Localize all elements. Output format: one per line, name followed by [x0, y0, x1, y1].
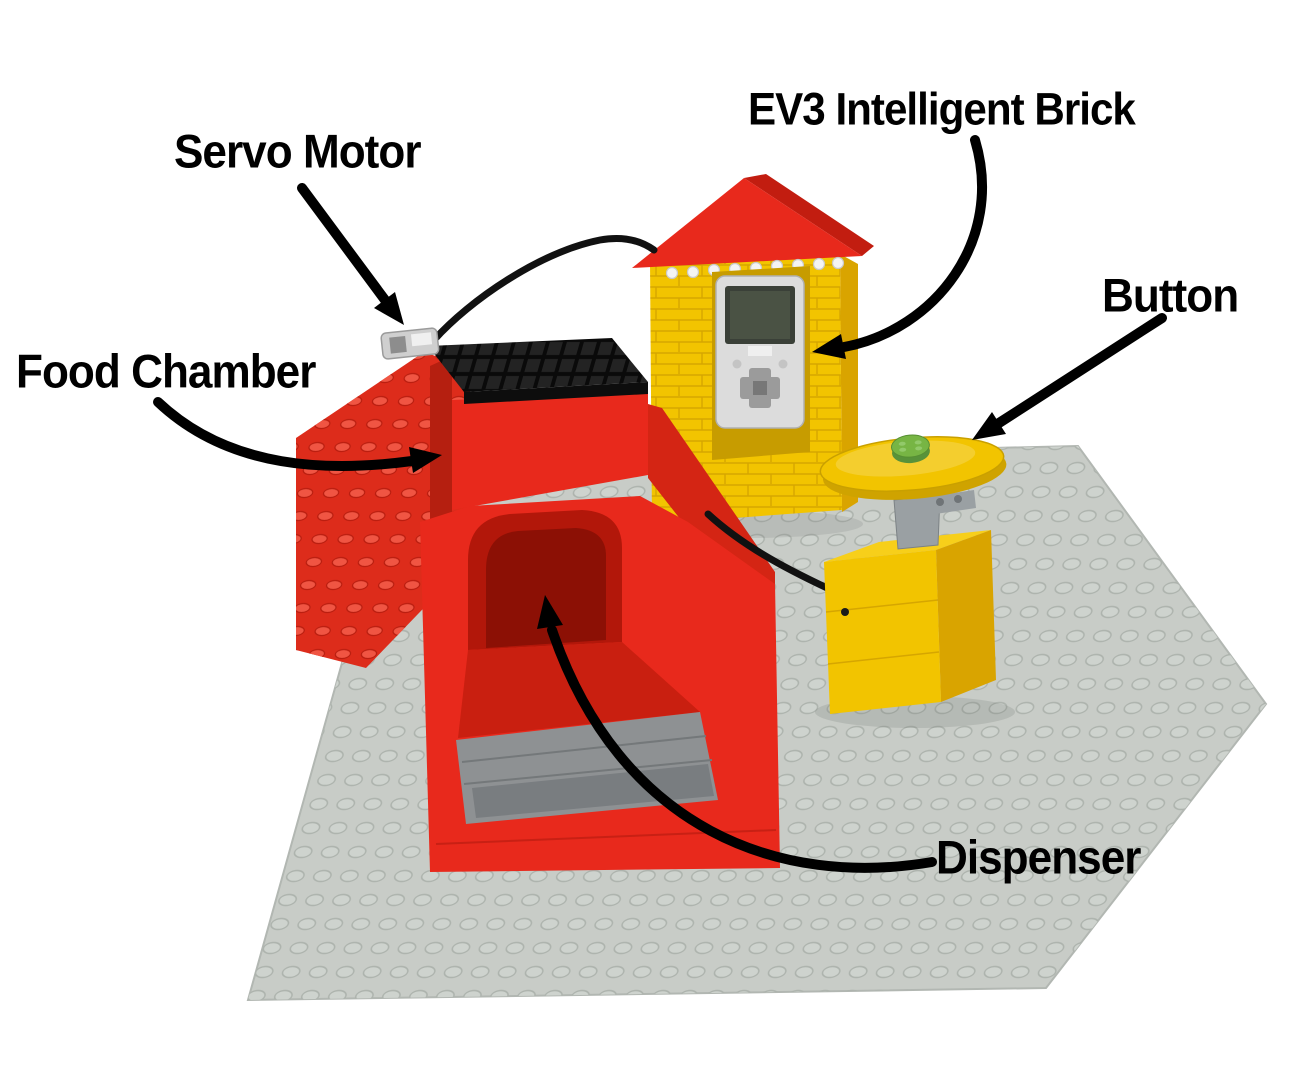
button-box-side [936, 530, 996, 702]
chamber-grid-top [428, 338, 648, 392]
button-assembly [818, 427, 1009, 714]
ev3-tower [632, 174, 874, 524]
dispenser-slope-grooves [461, 735, 713, 785]
button-box-front [824, 550, 941, 714]
button-arrow [972, 313, 1167, 440]
roof-white-trim [665, 256, 845, 280]
food-chamber-front [452, 392, 648, 510]
servo-motor-hub [389, 335, 407, 354]
dispenser-slope-strip [472, 764, 714, 818]
hub-stud [899, 447, 907, 452]
food-chamber-arrow [153, 397, 442, 473]
servo-motor [380, 327, 440, 360]
ev3-intelligent-brick [715, 275, 805, 429]
annotation-arrows [153, 135, 1167, 873]
roof-side-face [744, 174, 874, 256]
servo-cable [430, 234, 658, 344]
dispenser-arch-inner [486, 528, 606, 648]
red-feeder-structure [296, 327, 780, 872]
label-food-chamber: Food Chamber [16, 344, 316, 399]
button-cable [704, 510, 844, 598]
hub-green [890, 434, 930, 458]
bracket-pin-hole-2 [954, 495, 962, 503]
dispenser-arrow [537, 595, 937, 873]
ev3-right-button [778, 359, 788, 369]
chamber-grid-edge [464, 382, 648, 404]
hub-stud [898, 441, 906, 446]
chamber-left-shade [430, 356, 452, 524]
tower-side-face [840, 254, 858, 512]
ev3-screen-inner [730, 291, 790, 339]
label-servo-motor: Servo Motor [174, 124, 421, 179]
ev3-center-button [753, 381, 767, 395]
ev3-tab [748, 346, 772, 356]
servo-motor-cap [410, 332, 433, 347]
label-ev3-brick: EV3 Intelligent Brick [748, 84, 1136, 135]
ev3-brick-arrow [812, 135, 988, 359]
label-dispenser: Dispenser [936, 830, 1141, 885]
servo-motor-arrow [297, 183, 404, 325]
label-button: Button [1102, 268, 1239, 323]
button-box-port [841, 608, 849, 616]
button-disc[interactable] [818, 427, 1009, 507]
ev3-left-button [732, 359, 742, 369]
hub-stud [915, 446, 923, 451]
hub-stud [914, 440, 922, 445]
roof-front-face [632, 178, 862, 268]
bracket-pin-hole [936, 498, 944, 506]
